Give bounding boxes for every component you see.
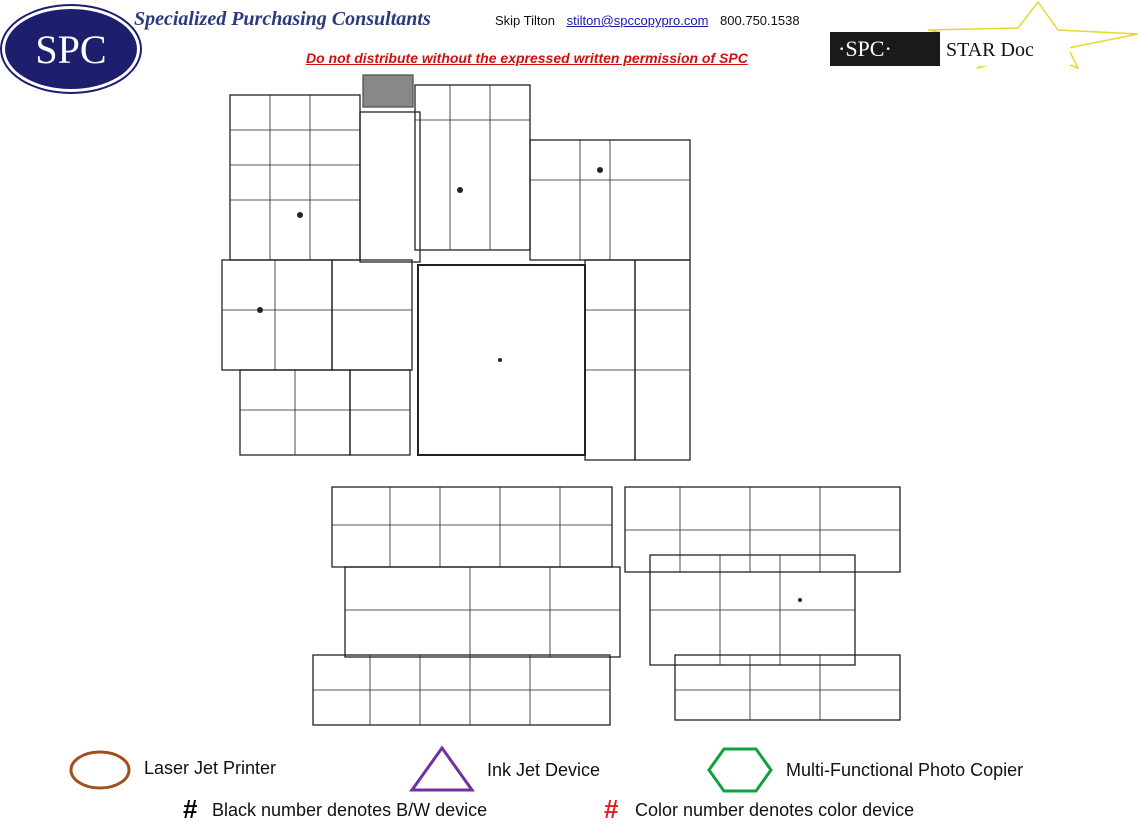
company-name: Specialized Purchasing Consultants: [134, 8, 431, 30]
svg-text:STAR Doc: STAR Doc: [946, 39, 1034, 61]
legend-mfp-label: Multi-Functional Photo Copier: [786, 760, 1024, 780]
contact-email-link[interactable]: stilton@spccopypro.com: [566, 13, 709, 28]
svg-text:·SPC·: ·SPC·: [838, 36, 892, 61]
mfp-hexagon-icon: [707, 747, 773, 793]
laser-printer-oval-icon: [69, 750, 131, 790]
contact-phone: 800.750.1538: [720, 13, 800, 28]
legend-color-label: Color number denotes color device: [635, 800, 915, 820]
distribution-warning: Do not distribute without the expressed …: [306, 50, 748, 66]
floor-plan: [221, 74, 901, 726]
star-doc-logo: ·SPC· STAR Doc: [830, 0, 1139, 70]
bw-hash-symbol: #: [183, 794, 198, 824]
floor-plan-interior: [222, 85, 900, 725]
spc-logo: SPC: [2, 6, 140, 92]
legend-inkjet-label: Ink Jet Device: [487, 760, 601, 780]
inkjet-triangle-icon: [409, 745, 475, 792]
legend-bw-label: Black number denotes B/W device: [212, 800, 488, 820]
contact-name: Skip Tilton: [495, 13, 555, 28]
color-hash-symbol: #: [604, 794, 619, 824]
floor-plan-walls: [221, 84, 901, 726]
contact-info: Skip Tilton stilton@spccopypro.com 800.7…: [495, 13, 800, 28]
legend-laser-label: Laser Jet Printer: [144, 758, 277, 778]
